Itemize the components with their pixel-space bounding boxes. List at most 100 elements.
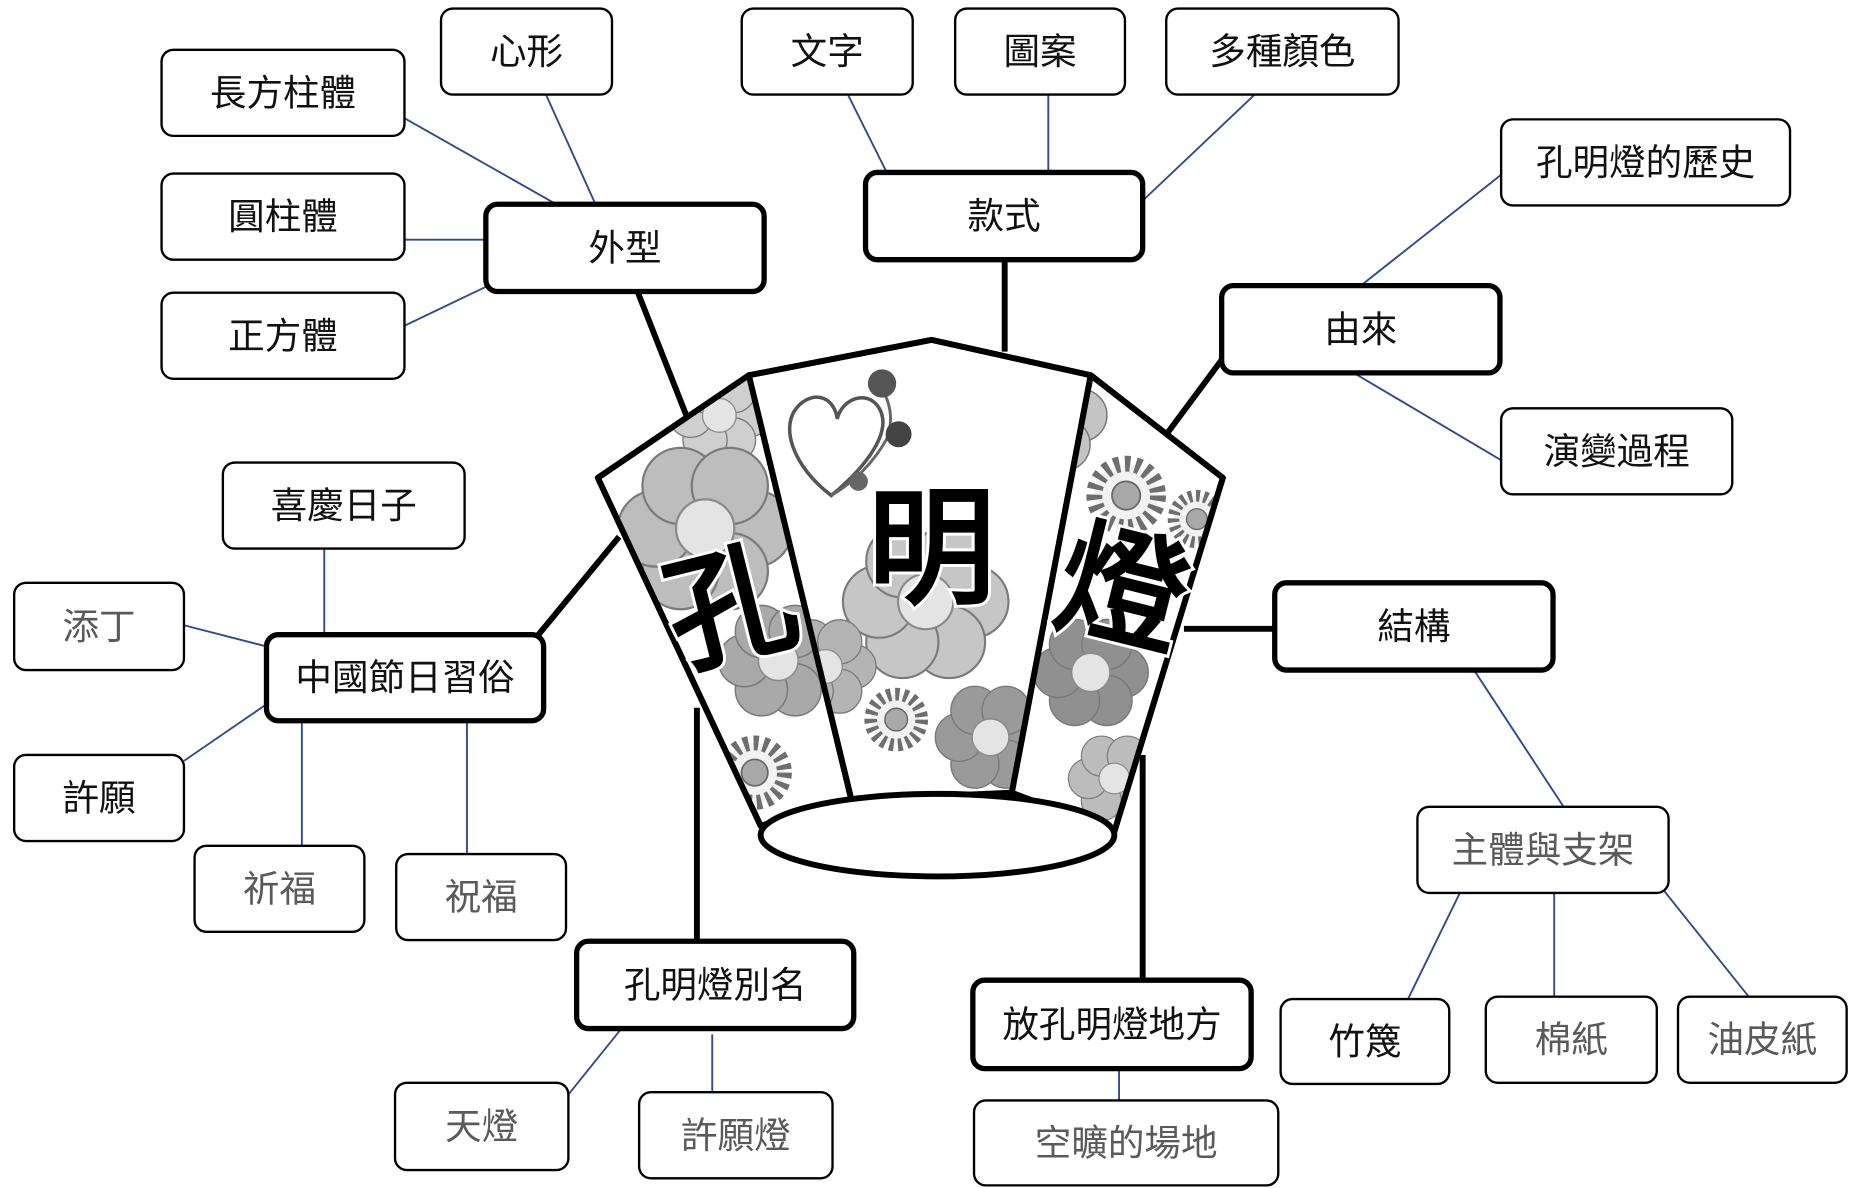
flower-pattern-middle [774, 369, 1047, 789]
node-customs-bless-label: 祝福 [445, 876, 518, 919]
node-alias-wish-lantern-label: 許願燈 [681, 1114, 791, 1157]
node-frame [160, 291, 406, 380]
lantern-illustration: 孔 明 燈 [594, 336, 1226, 880]
node-structure-oil-paper-label: 油皮紙 [1708, 1018, 1818, 1061]
center-title-char: 明 [868, 474, 995, 624]
node-origin-history: 孔明燈的歷史 [1499, 118, 1792, 207]
node-frame [1165, 7, 1400, 96]
node-frame [1279, 997, 1451, 1086]
connector-shape-heart [545, 94, 597, 205]
node-style-colors-label: 多種顏色 [1209, 30, 1355, 73]
node-alias-sky-lantern: 天燈 [393, 1081, 570, 1172]
node-frame [970, 977, 1254, 1072]
rose-decoration [849, 471, 868, 491]
lantern-opening [757, 790, 1118, 880]
node-frame [637, 1091, 834, 1180]
node-frame [439, 7, 614, 96]
connector-frame-bamboo [1407, 892, 1461, 1000]
node-shape-heart: 心形 [439, 7, 614, 96]
node-frame [263, 632, 547, 724]
node-style-pattern-label: 圖案 [1004, 30, 1077, 73]
connector-origin [1165, 358, 1225, 435]
connector-shape-cuboid [404, 117, 555, 204]
node-customs-pray-label: 祈福 [243, 867, 316, 910]
node-style-text: 文字 [740, 7, 914, 96]
node-frame [221, 461, 466, 550]
node-frame [972, 1099, 1280, 1187]
node-shape-cube: 正方體 [160, 291, 406, 380]
node-structure-bamboo: 竹篾 [1279, 997, 1451, 1086]
node-style-pattern: 圖案 [953, 7, 1127, 96]
branch-customs: 中國節日習俗 喜慶日子 添丁 許願 祈福 祝福 [12, 461, 568, 942]
node-place: 放孔明燈地方 [970, 977, 1254, 1072]
node-customs-bless: 祝福 [395, 852, 568, 942]
node-shape-cuboid-label: 長方柱體 [210, 71, 356, 114]
heart-outline [787, 395, 885, 498]
node-customs-festive-days: 喜慶日子 [221, 461, 466, 550]
connector-style-text [847, 94, 888, 173]
connector-customs-birth [183, 624, 267, 648]
node-frame [483, 201, 767, 295]
node-frame [395, 852, 568, 942]
connector-origin-evolution [1353, 372, 1502, 461]
connector-structure-frame [1473, 669, 1565, 808]
daisy-decoration [871, 694, 922, 745]
node-structure: 結構 [1272, 580, 1556, 673]
node-frame [160, 172, 406, 261]
node-shape-cylinder: 圓柱體 [160, 172, 406, 261]
node-customs-label: 中國節日習俗 [295, 656, 514, 699]
rose-decoration [867, 369, 897, 398]
node-frame [12, 753, 186, 843]
node-style-colors: 多種顏色 [1165, 7, 1400, 96]
node-customs-birth-label: 添丁 [62, 605, 135, 648]
node-frame [1219, 282, 1503, 376]
node-structure-oil-paper: 油皮紙 [1676, 995, 1848, 1084]
node-structure-frame: 主體與支架 [1416, 805, 1670, 895]
node-frame [740, 7, 914, 96]
connector-frame-oil-paper [1658, 884, 1750, 998]
node-customs-wish: 許願 [12, 753, 186, 843]
lantern-seam-left [745, 374, 855, 801]
node-structure-cotton-paper-label: 棉紙 [1535, 1018, 1608, 1061]
node-alias: 孔明燈別名 [573, 938, 857, 1032]
node-origin-evolution-label: 演變過程 [1544, 430, 1690, 473]
branch-shape: 外型 心形 長方柱體 圓柱體 正方體 [160, 7, 767, 380]
connector-shape [635, 291, 690, 417]
node-frame [1676, 995, 1848, 1084]
connector-origin-history [1360, 174, 1502, 287]
node-shape-cube-label: 正方體 [228, 314, 338, 357]
node-frame [1499, 118, 1792, 207]
node-origin-history-label: 孔明燈的歷史 [1536, 141, 1755, 184]
connector-customs [534, 534, 622, 639]
node-customs-wish-label: 許願 [62, 777, 135, 820]
node-place-open-field: 空曠的場地 [972, 1099, 1280, 1187]
node-origin: 由來 [1219, 282, 1503, 376]
branch-alias: 孔明燈別名 天燈 許願燈 [393, 938, 857, 1180]
branch-style: 款式 文字 圖案 多種顏色 [740, 7, 1400, 263]
connector-alias-sky-lantern [567, 1027, 623, 1096]
connector-customs-wish [183, 703, 268, 762]
node-customs-festive-days-label: 喜慶日子 [271, 484, 417, 527]
node-structure-frame-label: 主體與支架 [1452, 828, 1635, 871]
node-customs-pray: 祈福 [193, 844, 366, 934]
connector-shape-cube [404, 285, 487, 327]
node-frame [193, 844, 366, 934]
node-frame [862, 169, 1146, 263]
node-structure-bamboo-label: 竹篾 [1328, 1020, 1401, 1063]
node-customs: 中國節日習俗 [263, 632, 547, 724]
node-customs-birth: 添丁 [12, 581, 186, 672]
node-structure-label: 結構 [1377, 605, 1450, 648]
node-frame [953, 7, 1127, 96]
node-shape: 外型 [483, 201, 767, 295]
node-place-label: 放孔明燈地方 [1002, 1003, 1221, 1046]
node-alias-label: 孔明燈別名 [624, 963, 807, 1006]
node-frame [160, 48, 406, 138]
node-structure-cotton-paper: 棉紙 [1484, 995, 1658, 1084]
node-frame [1484, 995, 1658, 1084]
node-origin-label: 由來 [1324, 308, 1397, 351]
node-shape-heart-label: 心形 [490, 30, 563, 73]
node-frame [1272, 580, 1556, 673]
node-origin-evolution: 演變過程 [1499, 407, 1734, 496]
node-style-label: 款式 [968, 195, 1041, 238]
